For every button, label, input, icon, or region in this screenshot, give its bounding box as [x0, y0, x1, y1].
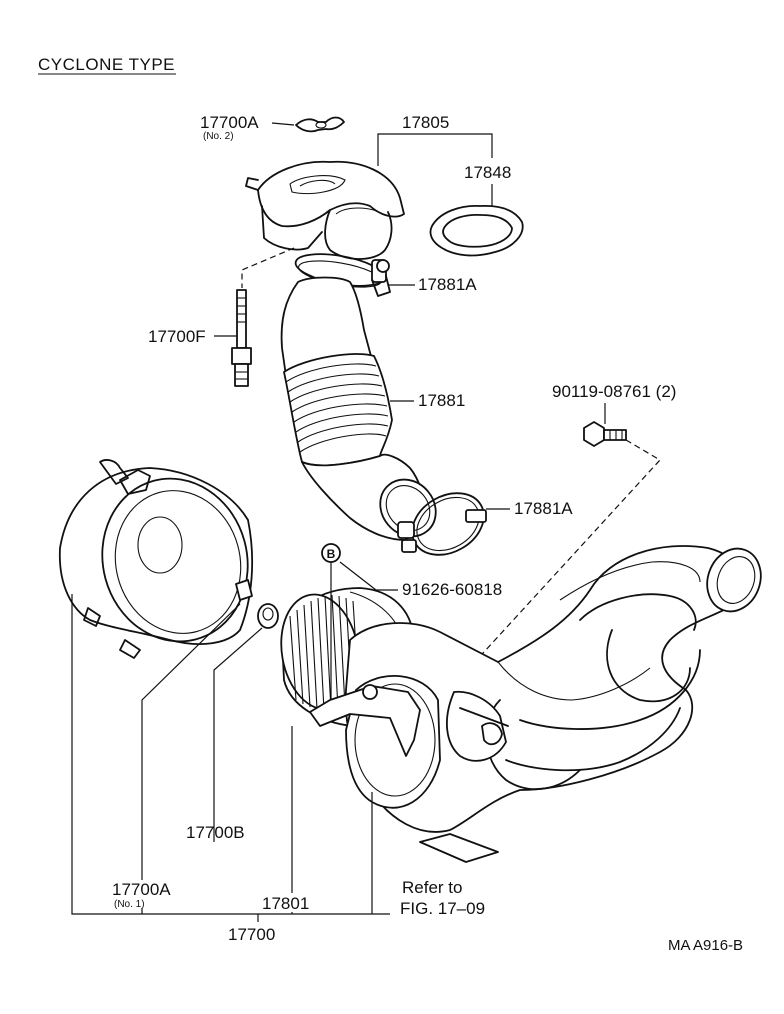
bolt-alignment-dash [439, 439, 661, 701]
reference-plate [419, 833, 499, 863]
label-17700B: 17700B [186, 823, 245, 842]
stud-bolt [231, 289, 252, 387]
grommet [257, 603, 279, 629]
leader-17805 [377, 133, 493, 166]
cleaner-cap [58, 459, 254, 659]
label-17881A-bottom: 17881A [514, 499, 573, 518]
assembly-bracket [71, 594, 390, 915]
label-17881A-top: 17881A [418, 275, 477, 294]
label-17805: 17805 [402, 113, 449, 132]
hose-clamp-bottom [397, 492, 487, 556]
label-17848: 17848 [464, 163, 511, 182]
leader-17700A-no1 [141, 603, 241, 880]
diagram-title: CYCLONE TYPE [38, 55, 175, 74]
label-90119-08761: 90119-08761 (2) [552, 382, 676, 401]
stud-alignment-dash [241, 247, 295, 288]
air-inlet-duct [245, 160, 405, 260]
wing-nut-no2 [295, 116, 345, 133]
label-91626-60818: 91626-60818 [402, 580, 502, 599]
callout-b-text: B [327, 547, 336, 561]
label-17700: 17700 [228, 925, 275, 944]
callout-b-marker: B [321, 543, 341, 700]
air-cleaner-case [309, 545, 762, 833]
label-17881: 17881 [418, 391, 465, 410]
diagram-code: MA A916-B [668, 937, 743, 954]
intake-hose [280, 276, 437, 541]
label-17700A-no2: 17700A [200, 113, 259, 132]
label-17801: 17801 [262, 894, 309, 913]
leader-91626 [339, 561, 398, 591]
leader-17700B [213, 627, 263, 842]
label-refer-fig: FIG. 17–09 [400, 899, 485, 918]
label-17700A-no1-sub: (No. 1) [114, 899, 145, 910]
label-17700A-no1: 17700A [112, 880, 171, 899]
leader-17700A-no2 [271, 122, 295, 126]
label-17700F: 17700F [148, 327, 206, 346]
label-refer-to: Refer to [402, 878, 462, 897]
bolt [583, 421, 627, 447]
label-17700A-no2-sub: (No. 2) [203, 131, 234, 142]
gasket [429, 205, 524, 257]
